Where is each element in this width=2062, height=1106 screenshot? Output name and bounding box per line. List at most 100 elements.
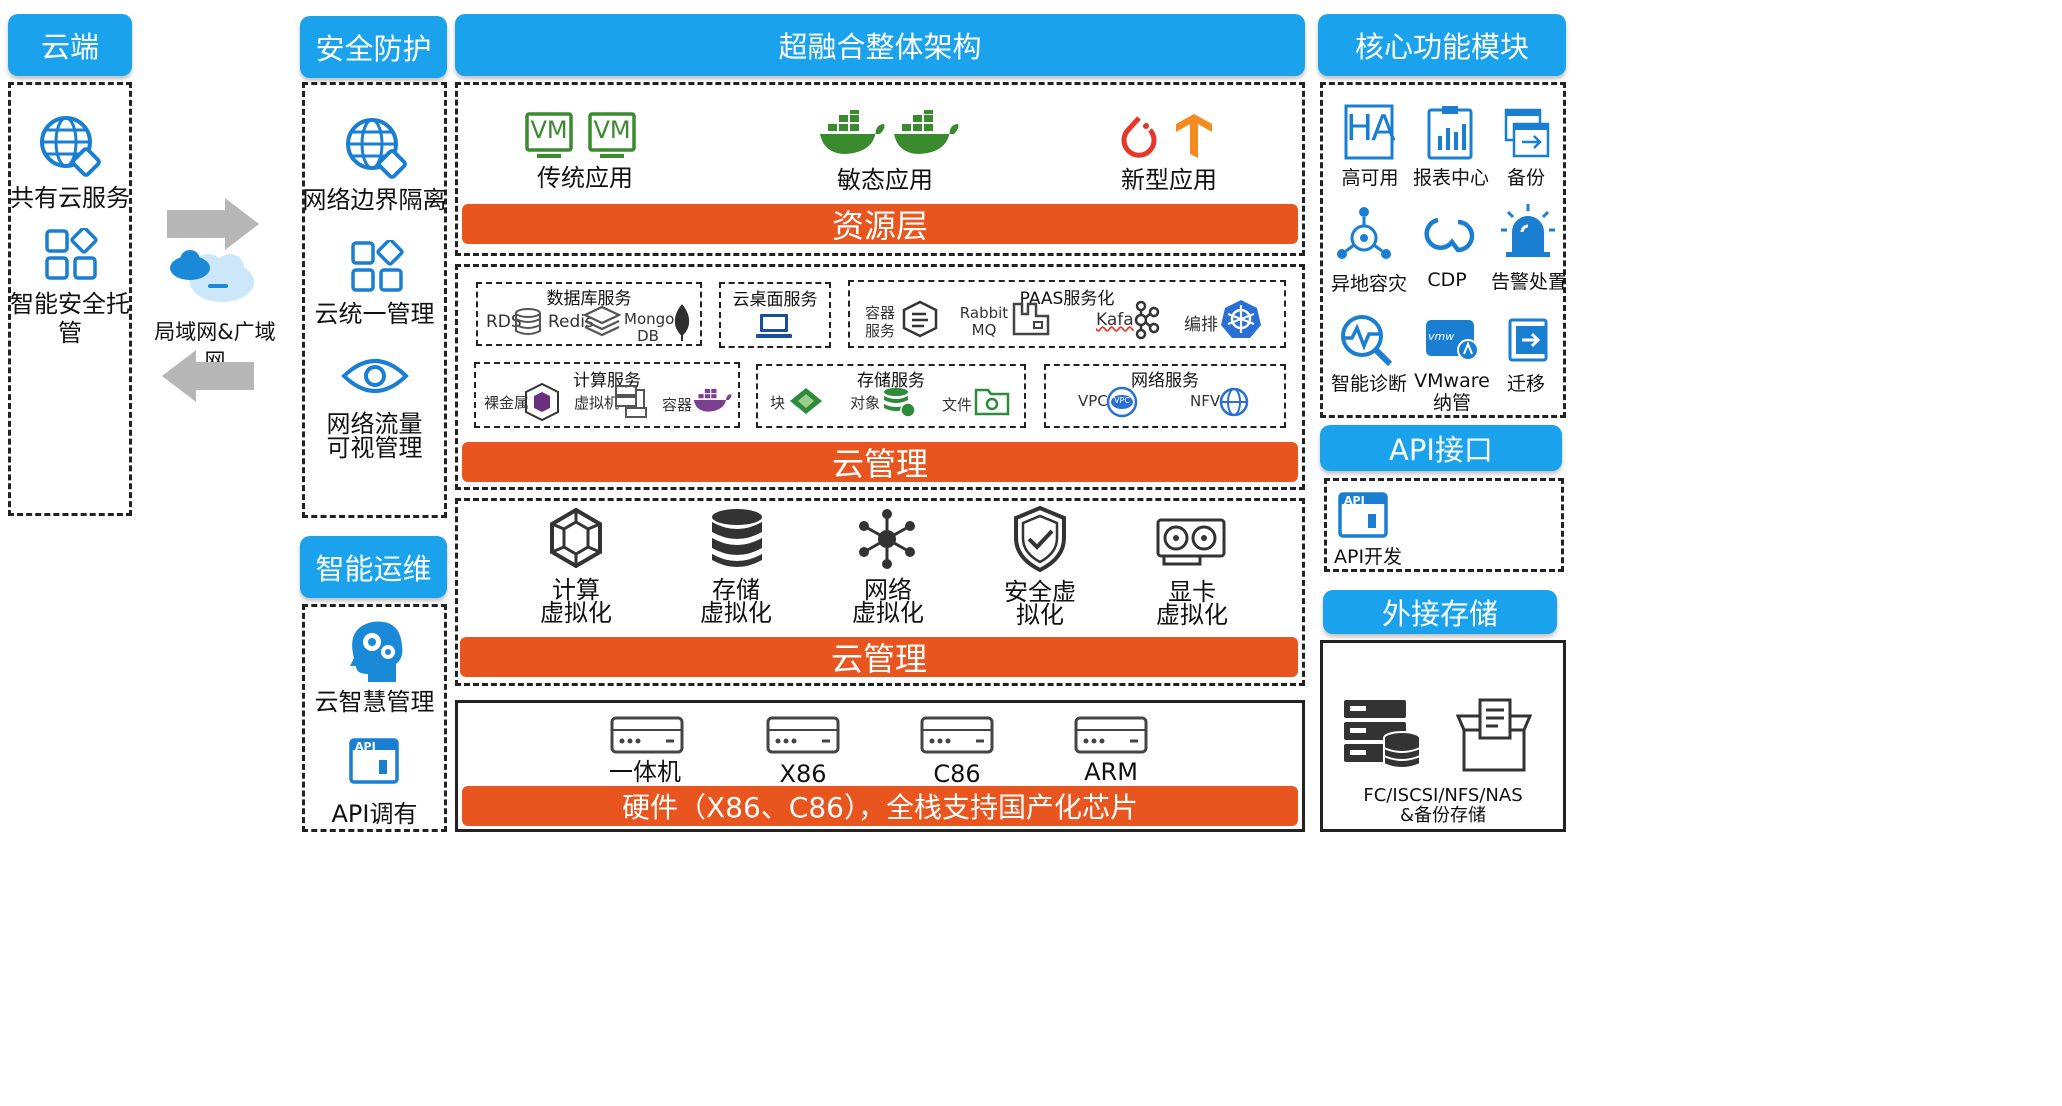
rabbit-label-2: MQ <box>971 321 997 339</box>
container-label-1: 容器 <box>864 304 895 322</box>
vm-icon <box>525 112 573 160</box>
paas-service-title: PAAS服务化 <box>1019 289 1115 309</box>
ops-panel <box>302 604 447 832</box>
virt-gpu-1: 显卡 <box>1168 578 1216 606</box>
hardware-c86: C86 <box>933 760 981 788</box>
virt-gpu-2: 虚拟化 <box>1156 601 1228 629</box>
security-panel <box>302 82 447 518</box>
app-traditional: 传统应用 <box>537 164 633 192</box>
security-item-unified: 云统一管理 <box>314 300 435 328</box>
pytorch-icon <box>1118 114 1160 162</box>
storage-service-box <box>756 364 1026 428</box>
backup-box-icon <box>1456 696 1532 774</box>
block-label: 块 <box>770 394 786 412</box>
baremetal-cube-icon <box>524 382 560 422</box>
virtualization-panel <box>455 498 1305 686</box>
cloud-panel <box>8 82 132 516</box>
mongo-label-1: Mongo <box>624 310 675 328</box>
header-cloud: 云端 <box>8 14 132 76</box>
external-storage-panel <box>1320 640 1566 832</box>
hardware-appliance: 一体机 <box>609 758 681 786</box>
vm-label: 虚拟机 <box>574 394 620 412</box>
paas-service-box <box>848 280 1286 348</box>
compute-service-box <box>474 362 740 428</box>
cloud-item-public: 共有云服务 <box>10 184 130 212</box>
virt-storage-2: 虚拟化 <box>700 599 772 627</box>
file-label: 文件 <box>942 396 973 414</box>
nfv-globe-icon <box>1218 386 1250 418</box>
header-core: 核心功能模块 <box>1318 14 1566 76</box>
header-ops: 智能运维 <box>300 536 447 598</box>
redis-label: Redis <box>548 312 594 332</box>
cloud-mgmt-bar-1: 云管理 <box>462 442 1298 483</box>
hardware-x86: X86 <box>779 760 827 788</box>
header-hci: 超融合整体架构 <box>455 14 1305 76</box>
container-service-icon <box>900 300 940 338</box>
header-api: API接口 <box>1320 425 1562 471</box>
server-c86-icon <box>920 716 994 756</box>
mongodb-leaf-icon <box>672 302 692 342</box>
tensorflow-icon <box>1172 112 1216 160</box>
backup-windows-icon <box>1504 108 1550 158</box>
core-diagnosis: 智能诊断 <box>1330 373 1407 395</box>
api-badge-text: API <box>355 740 376 753</box>
object-storage-icon <box>882 386 916 418</box>
gpu-card-icon <box>1156 518 1226 568</box>
container-label-2: 服务 <box>864 322 895 340</box>
api-icon <box>1338 492 1388 538</box>
shield-check-icon <box>1012 506 1068 572</box>
monitor-icon <box>756 312 792 340</box>
core-vmware-2: 纳管 <box>1432 392 1471 414</box>
vmware-badge: vmw <box>1428 330 1455 343</box>
ops-item-smart: 云智慧管理 <box>314 688 435 716</box>
vpc-label: VPC <box>1078 392 1108 410</box>
cloud-mgmt-bar-2: 云管理 <box>460 637 1298 678</box>
virt-network-2: 虚拟化 <box>852 599 924 627</box>
storage-protocols: FC/ISCSI/NFS/NAS <box>1363 785 1523 806</box>
orchestration-label: 编排 <box>1184 315 1218 335</box>
db-service-box <box>476 282 702 346</box>
virt-compute-1: 计算 <box>552 576 600 604</box>
hardware-arm: ARM <box>1084 758 1138 786</box>
app-sensitive: 敏态应用 <box>837 166 933 194</box>
ha-icon <box>1344 104 1394 160</box>
network-service-title: 网络服务 <box>1131 371 1199 391</box>
arrow-right-icon <box>165 196 261 252</box>
hardware-panel <box>455 700 1305 832</box>
migrate-icon <box>1508 318 1552 364</box>
app-new: 新型应用 <box>1121 166 1217 194</box>
security-item-traffic-2: 可视管理 <box>326 434 423 462</box>
desktop-service-title: 云桌面服务 <box>732 290 818 310</box>
kafka-label: Kafa <box>1096 310 1134 330</box>
docker-icon <box>692 386 734 414</box>
object-label: 对象 <box>850 394 881 412</box>
hardware-bar: 硬件（X86、C86），全栈支持国产化芯片 <box>462 786 1298 826</box>
baremetal-label: 裸金属 <box>484 394 530 412</box>
kafka-icon <box>1132 300 1160 340</box>
resource-layer-bar: 资源层 <box>462 204 1298 245</box>
report-clipboard-icon <box>1426 104 1474 160</box>
diagnosis-icon <box>1338 312 1394 368</box>
nfv-label: NFV <box>1190 392 1221 410</box>
database-icon <box>512 306 544 338</box>
security-item-boundary: 网络边界隔离 <box>302 186 447 214</box>
virt-security-2: 拟化 <box>1016 601 1064 629</box>
network-nodes-icon <box>856 508 918 570</box>
storage-service-title: 存储服务 <box>857 371 925 391</box>
vm-badge: VM <box>530 116 568 144</box>
network-service-box <box>1044 364 1286 428</box>
core-alarm: 告警处置 <box>1490 271 1567 293</box>
ops-item-api: API调有 <box>331 800 418 828</box>
core-backup: 备份 <box>1506 167 1545 189</box>
header-storage: 外接存储 <box>1323 590 1557 634</box>
ai-head-icon <box>342 618 408 686</box>
vpc-icon <box>1106 386 1138 418</box>
vm-badge: VM <box>593 116 631 144</box>
cdp-icon <box>1418 214 1478 256</box>
api-badge-text: API <box>1344 494 1365 507</box>
arrow-left-icon <box>160 348 256 404</box>
vpc-badge: VPC <box>1114 396 1130 405</box>
redis-stack-icon <box>583 305 621 339</box>
apps-grid-icon <box>350 240 408 294</box>
kubernetes-icon <box>1220 298 1262 340</box>
